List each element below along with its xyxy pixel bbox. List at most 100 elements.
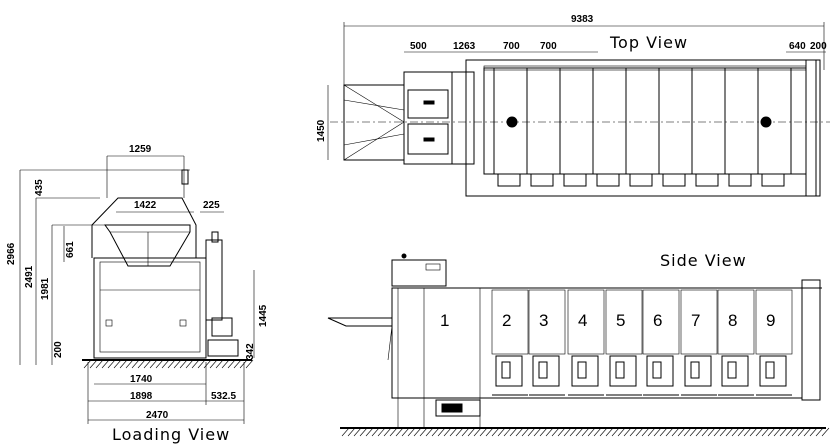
- tank-number-2: 2: [502, 311, 511, 330]
- hatch-stroke: [779, 427, 788, 437]
- side-unit-cap: [211, 231, 219, 243]
- loading-body-inner: [99, 261, 201, 353]
- hatch-stroke: [557, 427, 566, 437]
- hatch-stroke: [815, 427, 824, 437]
- side-infeed: [327, 317, 393, 327]
- chute-line: [343, 84, 405, 123]
- tank-2-pump: [495, 355, 523, 387]
- hatch-stroke: [101, 359, 110, 369]
- drum-lug: [761, 173, 785, 187]
- hatch-stroke: [533, 427, 542, 437]
- hatch-stroke: [695, 427, 704, 437]
- hatch-stroke: [743, 427, 752, 437]
- infeed-support: [387, 325, 393, 361]
- dim-1422: 1422: [134, 200, 157, 211]
- hatch-stroke: [179, 359, 188, 369]
- drum-lug: [530, 173, 554, 187]
- tank-4-valve: [577, 361, 587, 379]
- tank-8-pump: [721, 355, 749, 387]
- hatch-stroke: [677, 427, 686, 437]
- side-floor-hatch: [341, 427, 830, 437]
- tank-4: [567, 289, 605, 355]
- drum-lug: [563, 173, 587, 187]
- tank-2: [491, 289, 529, 355]
- side-frame: [397, 287, 425, 429]
- loading-body: [93, 257, 207, 359]
- tank-6-valve: [652, 361, 662, 379]
- hatch-stroke: [113, 359, 122, 369]
- hatch-stroke: [191, 359, 200, 369]
- dim-2966: 2966: [6, 242, 17, 265]
- tank-number-5: 5: [616, 311, 625, 330]
- detail: [105, 319, 113, 327]
- tank-number-8: 8: [728, 311, 737, 330]
- hatch-stroke: [239, 359, 248, 369]
- hatch-stroke: [173, 359, 182, 369]
- hatch-stroke: [587, 427, 596, 437]
- side-unit: [205, 239, 223, 321]
- tank-7: [680, 289, 718, 355]
- dim-225: 225: [203, 200, 220, 211]
- tank-7-pump: [684, 355, 712, 387]
- hatch-stroke: [209, 359, 218, 369]
- dim-1981: 1981: [40, 277, 51, 300]
- hatch-stroke: [221, 359, 230, 369]
- motor-detail: [441, 403, 463, 413]
- hatch-stroke: [107, 359, 116, 369]
- tank-5-pump: [609, 355, 637, 387]
- dim-1450: 1450: [316, 119, 327, 142]
- hatch-stroke: [755, 427, 764, 437]
- tank-7-valve: [690, 361, 700, 379]
- control-panel: [391, 259, 447, 287]
- side-view-title: Side View: [660, 251, 747, 270]
- hatch-stroke: [95, 359, 104, 369]
- hatch-stroke: [203, 359, 212, 369]
- tank-number-9: 9: [766, 311, 775, 330]
- hatch-stroke: [509, 427, 518, 437]
- hatch-stroke: [611, 427, 620, 437]
- hatch-stroke: [731, 427, 740, 437]
- hatch-stroke: [563, 427, 572, 437]
- dim-200: 200: [810, 41, 827, 52]
- hopper: [104, 224, 191, 267]
- hatch-stroke: [371, 427, 380, 437]
- hatch-stroke: [725, 427, 734, 437]
- hatch-stroke: [245, 359, 254, 369]
- drum-lug: [728, 173, 752, 187]
- hatch-stroke: [479, 427, 488, 437]
- tank-9-valve: [765, 361, 775, 379]
- base-box: [207, 339, 239, 357]
- drum-lug: [596, 173, 620, 187]
- tank-3-pump: [532, 355, 560, 387]
- dim-700b: 700: [540, 41, 557, 52]
- hatch-stroke: [185, 359, 194, 369]
- hatch-stroke: [413, 427, 422, 437]
- hatch-stroke: [581, 427, 590, 437]
- hatch-stroke: [659, 427, 668, 437]
- dim-1898: 1898: [130, 391, 153, 402]
- hatch-stroke: [689, 427, 698, 437]
- top-view: 9383 500 1263 700 700 640 200 Top View 1…: [316, 14, 830, 197]
- hatch-stroke: [383, 427, 392, 437]
- hatch-stroke: [401, 427, 410, 437]
- hatch-stroke: [407, 427, 416, 437]
- loading-view-title: Loading View: [112, 425, 230, 444]
- hatch-stroke: [461, 427, 470, 437]
- tank-5-valve: [615, 361, 625, 379]
- hatch-stroke: [167, 359, 176, 369]
- drum-lug: [662, 173, 686, 187]
- hatch-stroke: [503, 427, 512, 437]
- motor: [211, 317, 233, 337]
- tank-9-pump: [759, 355, 787, 387]
- loading-view: 1259 1422 225 2966 2491 1981 661 435 200…: [6, 144, 269, 444]
- chute-line: [343, 133, 405, 146]
- hatch-stroke: [161, 359, 170, 369]
- hatch-stroke: [395, 427, 404, 437]
- hatch-stroke: [425, 427, 434, 437]
- chute-line: [343, 121, 405, 161]
- hatch-stroke: [419, 427, 428, 437]
- drum-lug: [695, 173, 719, 187]
- hatch-stroke: [749, 427, 758, 437]
- hatch-stroke: [125, 359, 134, 369]
